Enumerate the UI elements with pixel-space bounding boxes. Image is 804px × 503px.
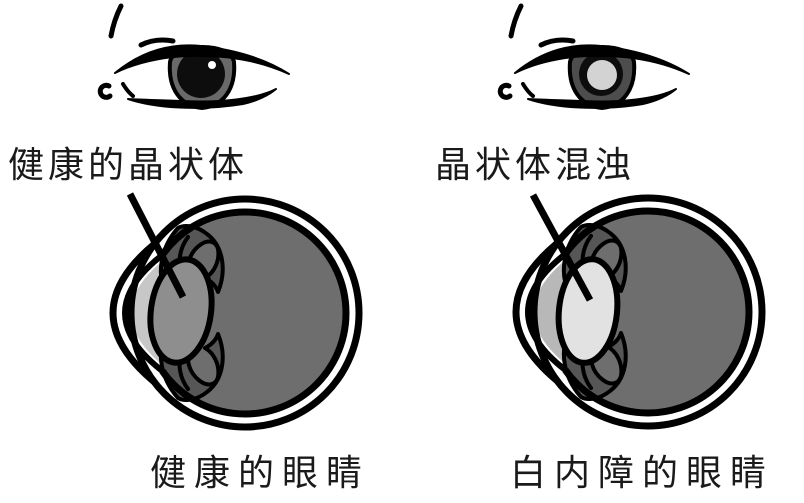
inner-corner-stroke-icon bbox=[121, 82, 135, 98]
cataract-eye-caption: 白内障的眼睛 bbox=[509, 453, 774, 493]
outer-sclera-ring bbox=[530, 194, 766, 430]
lens-pointer-line bbox=[529, 193, 594, 302]
tear-duct-icon bbox=[497, 82, 513, 100]
inner-sclera-ring bbox=[562, 207, 753, 417]
lens-pointer-line bbox=[126, 192, 187, 299]
cornea-inner-arc bbox=[122, 252, 165, 374]
cloudy-lens-label: 晶状体混浊 bbox=[435, 145, 636, 185]
eyelid-crease-icon bbox=[138, 37, 176, 48]
lens-healthy bbox=[147, 256, 215, 366]
cornea-outer-arc bbox=[512, 240, 560, 384]
pupil-cloudy bbox=[587, 60, 617, 90]
upper-eyelid-stroke bbox=[114, 44, 290, 75]
lower-eyelid-stroke bbox=[527, 88, 677, 109]
inner-corner-stroke-icon bbox=[521, 82, 535, 98]
eyebrow-stroke-icon bbox=[108, 3, 124, 39]
healthy-lens-label: 健康的晶状体 bbox=[8, 145, 249, 185]
eyelid-crease-icon bbox=[538, 37, 576, 48]
cataract-eye-cross-section bbox=[512, 193, 766, 430]
healthy-eye-caption: 健康的眼睛 bbox=[149, 453, 370, 493]
cataract-eye-front-illustration bbox=[497, 3, 690, 111]
upper-eyelid-stroke bbox=[514, 44, 690, 75]
outer-sclera-ring bbox=[127, 195, 363, 431]
cornea-inner-arc bbox=[525, 251, 568, 373]
healthy-eye-front-illustration bbox=[97, 3, 290, 111]
tear-duct-icon bbox=[97, 82, 113, 100]
inner-sclera-ring bbox=[159, 208, 350, 418]
healthy-eye-cross-section bbox=[109, 192, 363, 431]
eyebrow-stroke-icon bbox=[508, 3, 524, 39]
lower-eyelid-stroke bbox=[127, 88, 277, 109]
lens-cloudy bbox=[555, 256, 621, 366]
pupil-highlight-icon bbox=[208, 61, 216, 69]
cornea-outer-arc bbox=[109, 241, 157, 385]
